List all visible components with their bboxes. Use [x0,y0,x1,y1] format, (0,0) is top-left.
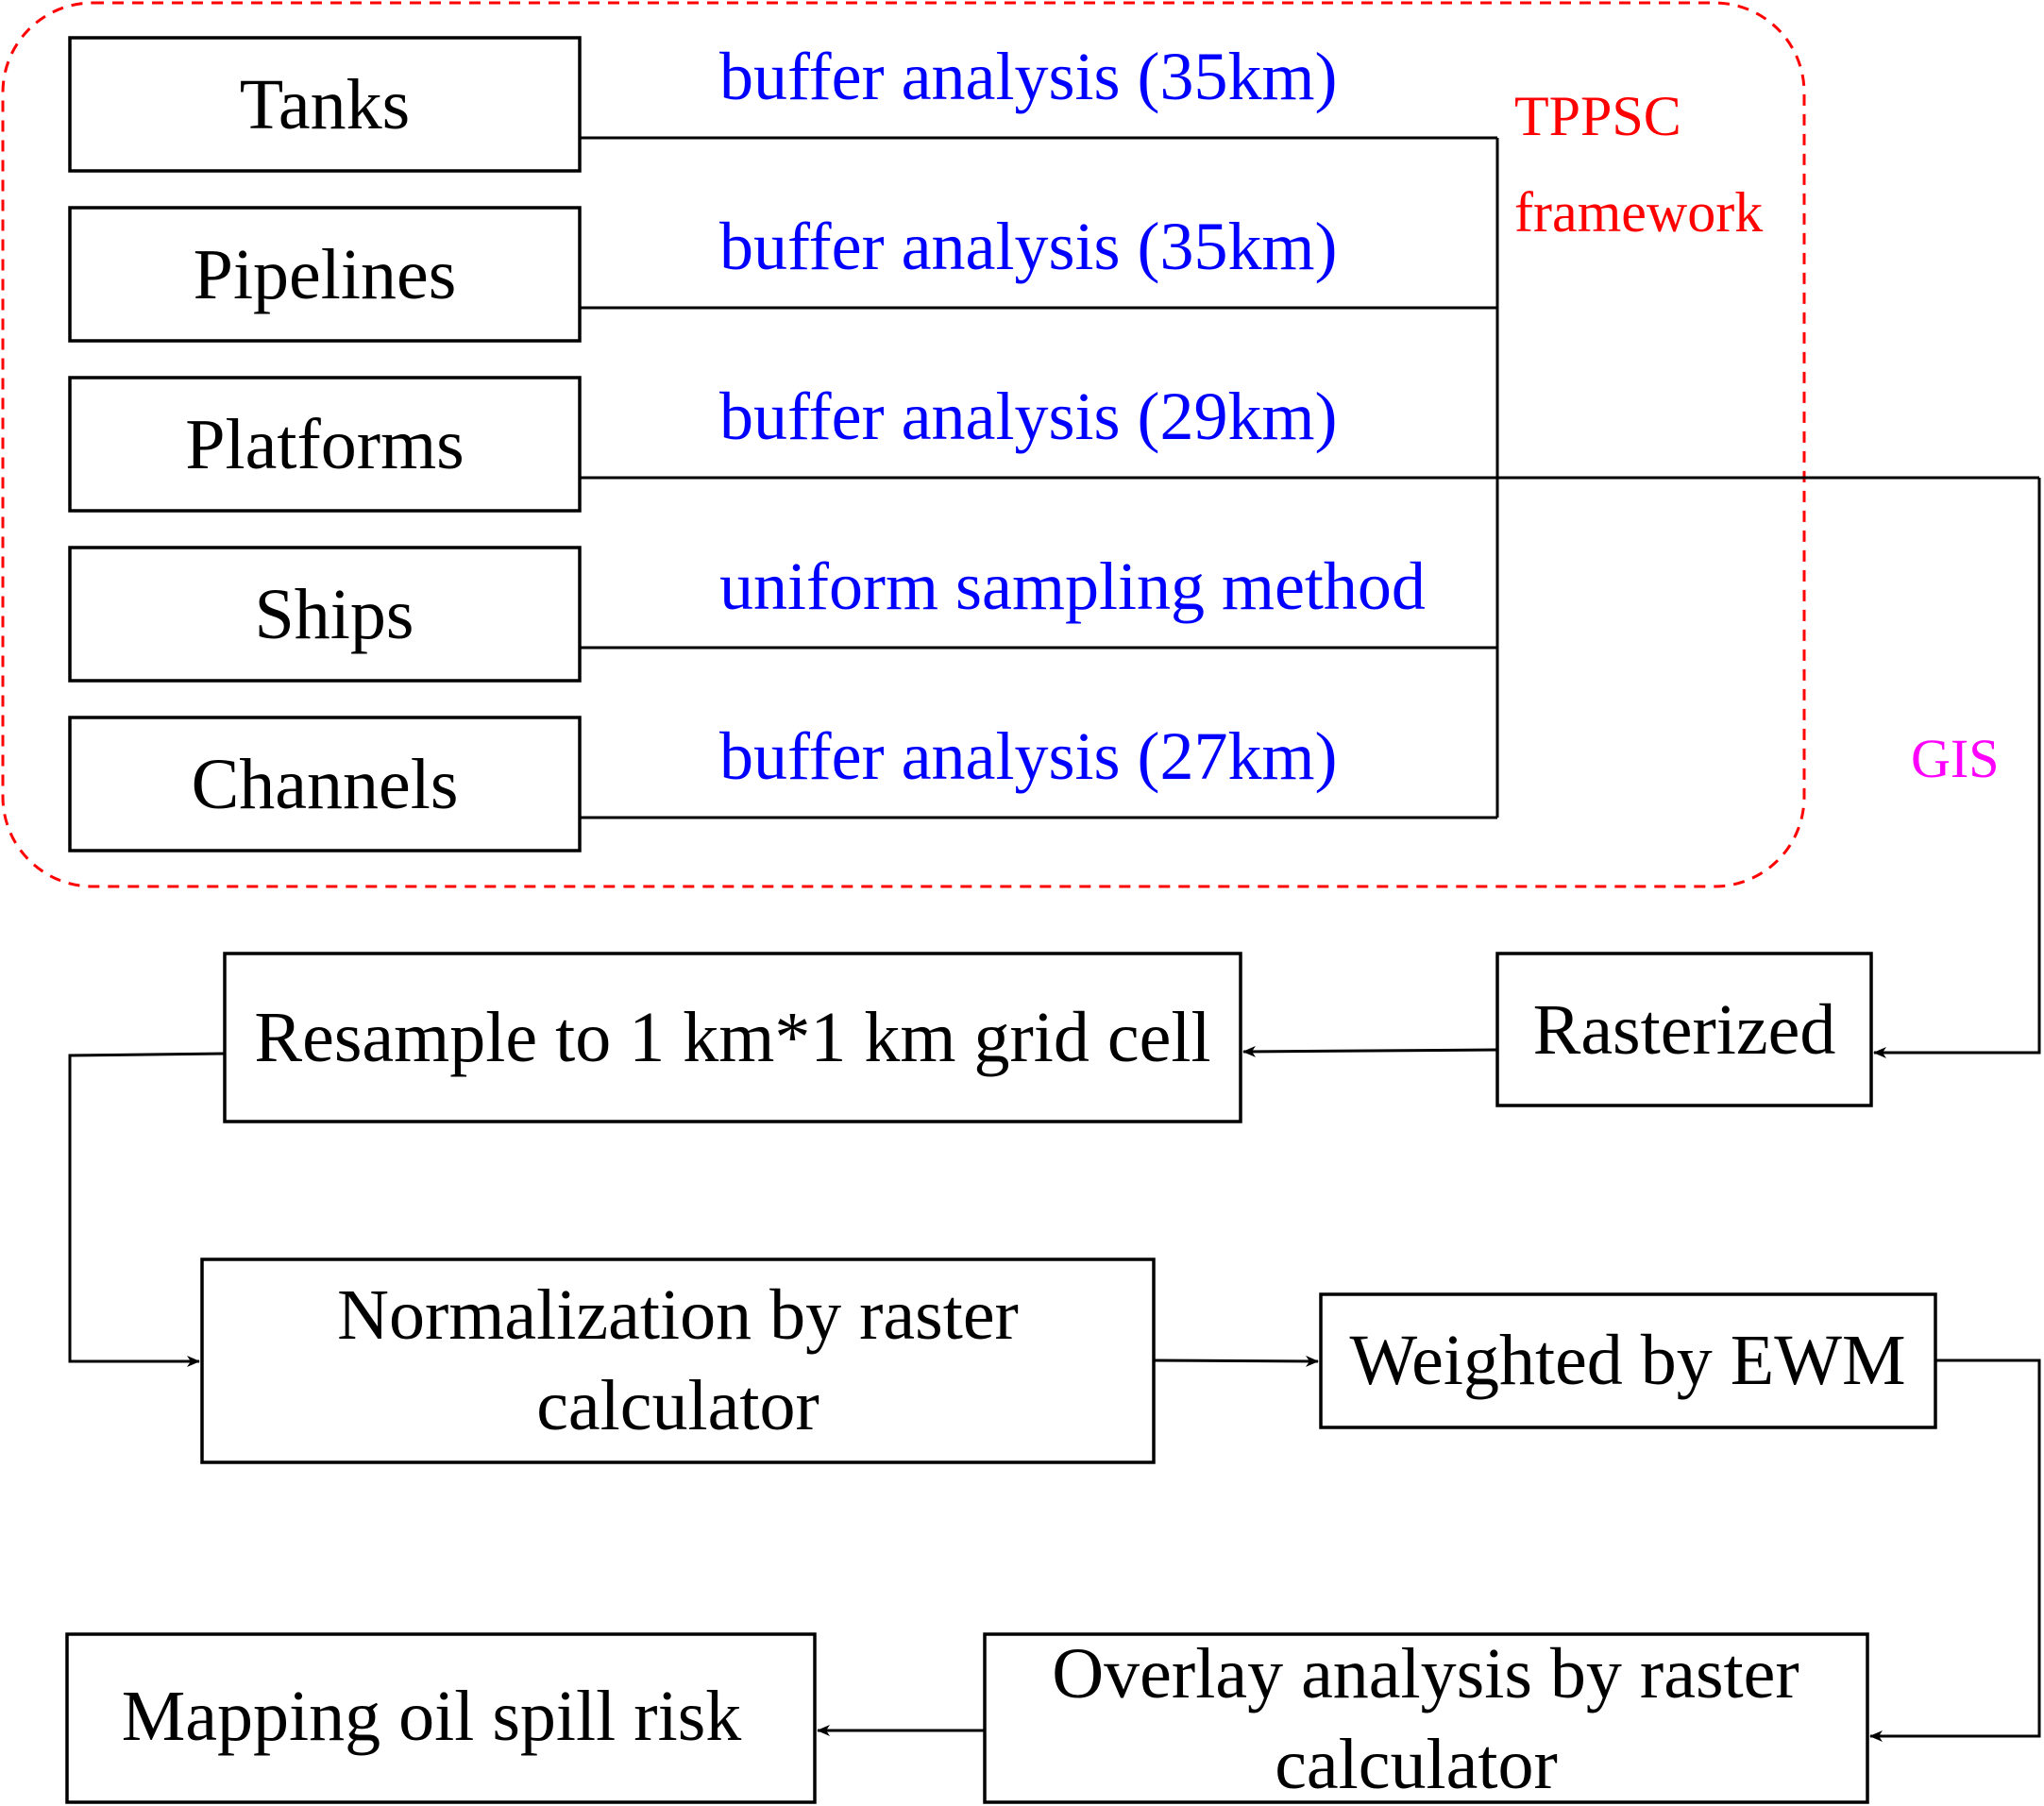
step-overlay: Overlay analysis by raster calculator [983,1632,1869,1804]
weighted-label: Weighted by EWM [1349,1321,1905,1400]
source-node-platforms: Platforms [68,376,582,513]
normalization-label-line2: calculator [536,1366,819,1445]
source-node-pipelines: Pipelines [68,206,582,343]
source-node-ships: Ships [68,546,582,683]
source-node-tanks: Tanks [68,36,582,173]
step-normalization: Normalization by raster calculator [200,1257,1156,1464]
method-label-ships: uniform sampling method [719,549,1426,624]
overlay-label-line2: calculator [1275,1725,1558,1804]
arrow-resample-to-normalization [68,1052,226,1367]
method-label-channels: buffer analysis (27km) [719,718,1338,794]
gis-label: GIS [1911,728,1999,789]
source-label-channels: Channels [192,745,459,824]
overlay-label-line1: Overlay analysis by raster [1052,1634,1799,1713]
resample-label: Resample to 1 km*1 km grid cell [254,998,1210,1077]
method-label-platforms: buffer analysis (29km) [719,379,1338,454]
gis-connector [1873,478,2041,1058]
step-mapping: Mapping oil spill risk [65,1632,817,1804]
source-label-pipelines: Pipelines [194,235,457,314]
source-label-platforms: Platforms [185,405,465,484]
source-label-tanks: Tanks [240,65,410,144]
step-rasterized: Rasterized [1495,952,1873,1107]
source-label-ships: Ships [255,575,414,654]
tppsc-framework-region [1,1,1806,888]
framework-label-line2: framework [1514,181,1763,244]
framework-label-line1: TPPSC [1514,85,1681,147]
arrow-weighted-to-overlay [1869,1359,2041,1742]
source-node-channels: Channels [68,716,582,852]
normalization-label-line1: Normalization by raster [337,1275,1019,1355]
method-label-pipelines: buffer analysis (35km) [719,209,1338,284]
step-weighted: Weighted by EWM [1319,1292,1937,1429]
arrow-rasterized-to-resample [1242,1045,1498,1057]
method-label-tanks: buffer analysis (35km) [719,39,1338,114]
rasterized-label: Rasterized [1533,990,1836,1070]
mapping-label: Mapping oil spill risk [122,1677,742,1756]
step-resample: Resample to 1 km*1 km grid cell [223,952,1242,1123]
arrow-normalization-to-weighted [1153,1355,1319,1367]
